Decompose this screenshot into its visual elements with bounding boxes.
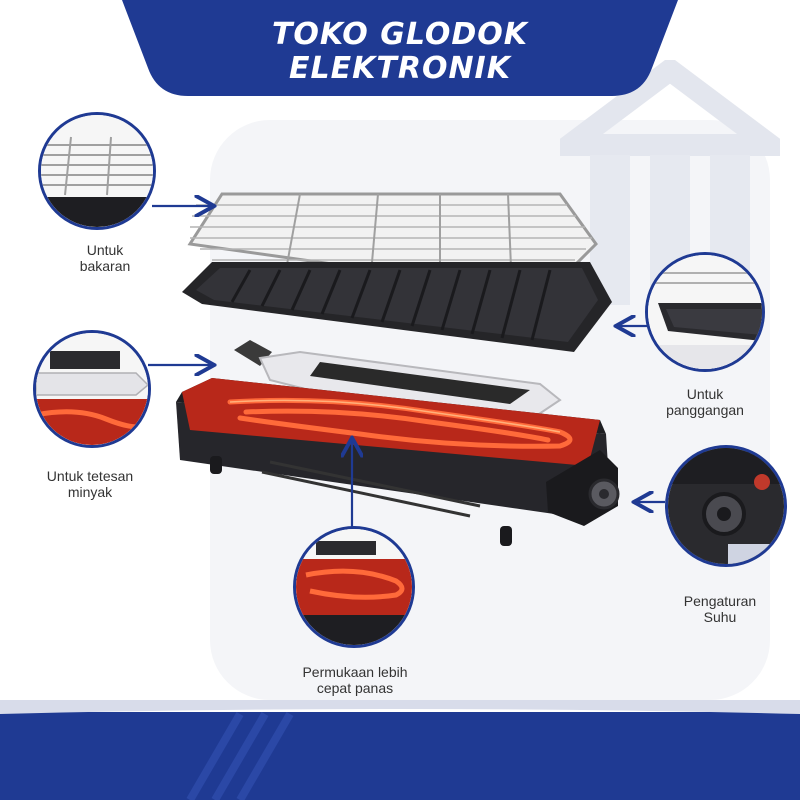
- brand-line-1: TOKO GLODOK: [271, 17, 529, 52]
- callout-grill-pan: [645, 252, 765, 372]
- label-line-2: panggangan: [666, 402, 744, 418]
- footer-band: [0, 700, 800, 800]
- label-line-2: bakaran: [79, 258, 131, 274]
- label-line-1: Untuk tetesan: [46, 468, 134, 484]
- label-permukaan-lebih-cepat-panas: Permukaan lebih cepat panas: [280, 664, 430, 696]
- grill-base: [176, 378, 620, 546]
- label-line-2: minyak: [67, 484, 113, 500]
- label-line-2: cepat panas: [316, 680, 394, 696]
- label-line-1: Pengaturan: [683, 593, 757, 609]
- label-untuk-bakaran: Untuk bakaran: [50, 242, 160, 274]
- label-line-1: Permukaan lebih: [302, 664, 408, 680]
- callout-drip-tray: [33, 330, 151, 448]
- callout-wire-rack: [38, 112, 156, 230]
- callout-temperature-knob: [665, 445, 787, 567]
- label-untuk-panggangan: Untuk panggangan: [640, 386, 770, 418]
- grill-pan: [182, 262, 612, 352]
- brand-line-2: ELEKTRONIK: [289, 51, 511, 86]
- top-banner: [122, 0, 678, 96]
- label-line-1: Untuk: [86, 242, 124, 258]
- callout-heating-surface: [293, 526, 415, 648]
- label-line-2: Suhu: [703, 609, 737, 625]
- brand-title: TOKO GLODOK ELEKTRONIK: [122, 18, 678, 86]
- label-line-1: Untuk: [686, 386, 724, 402]
- label-untuk-tetesan-minyak: Untuk tetesan minyak: [30, 468, 150, 500]
- label-pengaturan-suhu: Pengaturan Suhu: [660, 593, 780, 625]
